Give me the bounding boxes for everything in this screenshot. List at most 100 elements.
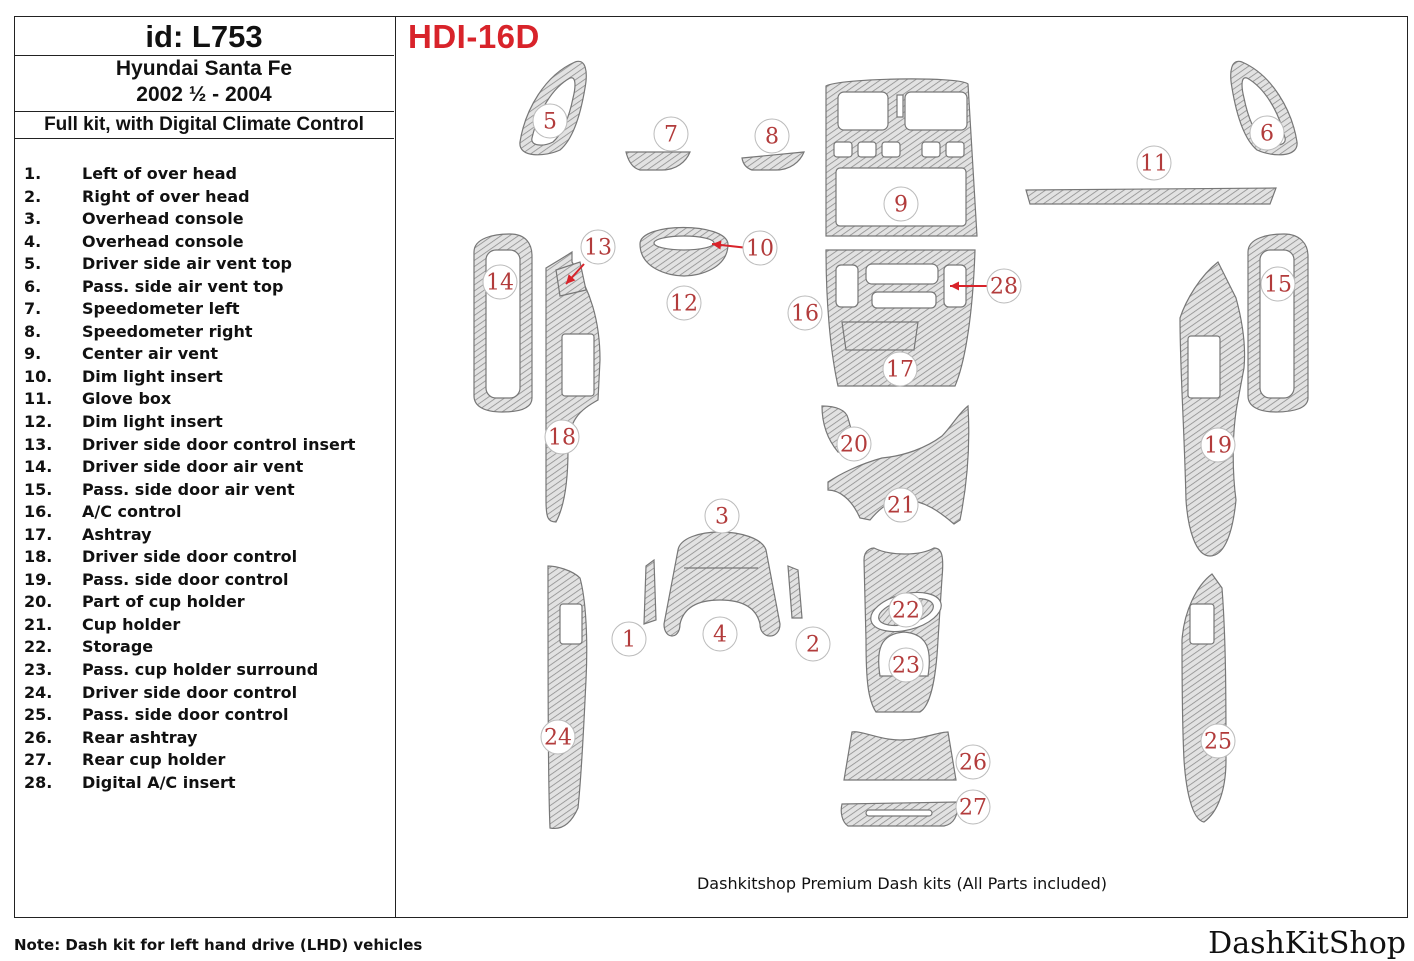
piece-27-slot	[865, 809, 933, 817]
piece-21	[827, 404, 970, 525]
part-number: 8.	[24, 321, 42, 341]
parts-list-item: 15.Pass. side door air vent	[24, 479, 355, 502]
part-number: 22.	[24, 637, 53, 657]
piece-9-divider	[896, 94, 904, 118]
part-name: Pass. cup holder surround	[82, 660, 319, 680]
piece-label: 18	[544, 419, 580, 455]
parts-list-item: 14.Driver side door air vent	[24, 456, 355, 479]
model-years: 2002 ½ - 2004	[136, 83, 272, 106]
part-number: 14.	[24, 457, 53, 477]
part-number: 7.	[24, 299, 42, 319]
parts-list-item: 5.Driver side air vent top	[24, 253, 355, 276]
piece-label-text: 12	[670, 292, 698, 317]
parts-list-item: 18.Driver side door control	[24, 546, 355, 569]
product-code: HDI-16D	[408, 18, 540, 55]
piece-1	[643, 558, 657, 625]
part-number: 4.	[24, 231, 42, 251]
piece-label: 7	[653, 116, 689, 152]
piece-label-text: 4	[713, 623, 727, 648]
piece-24-switch-opening	[559, 603, 583, 645]
piece-label-text: 22	[892, 599, 920, 624]
kit-description: Full kit, with Digital Climate Control	[14, 112, 394, 139]
piece-label-circle	[742, 230, 778, 266]
piece-label: 9	[883, 186, 919, 222]
part-number: 13.	[24, 434, 53, 454]
piece-label: 4	[702, 616, 738, 652]
part-name: Center air vent	[82, 344, 219, 364]
part-number: 10.	[24, 366, 53, 386]
piece-label-text: 25	[1204, 730, 1232, 755]
part-name: Cup holder	[82, 614, 181, 634]
part-number: 16.	[24, 502, 53, 522]
parts-list-item: 3.Overhead console	[24, 208, 355, 231]
parts-list-item: 11.Glove box	[24, 388, 355, 411]
piece-label-text: 20	[840, 433, 868, 458]
part-name: Dim light insert	[82, 366, 223, 386]
piece-label: 1	[611, 621, 647, 657]
piece-label-text: 2	[806, 633, 820, 658]
parts-list-item: 7.Speedometer left	[24, 298, 355, 321]
pointer-arrow-head	[566, 274, 576, 284]
piece-label: 13	[580, 229, 616, 265]
part-number: 28.	[24, 772, 53, 792]
parts-list-item: 22.Storage	[24, 636, 355, 659]
part-name: Driver side door control	[82, 547, 298, 567]
piece-16-slot-1	[865, 263, 939, 285]
piece-label-text: 21	[887, 494, 915, 519]
piece-label-text: 27	[959, 796, 987, 821]
piece-9-button	[881, 141, 901, 158]
piece-label: 27	[955, 789, 991, 825]
part-number: 9.	[24, 344, 42, 364]
piece-label: 25	[1200, 723, 1236, 759]
piece-label-text: 10	[746, 237, 774, 262]
piece-2	[787, 565, 803, 619]
parts-list-item: 2.Right of over head	[24, 186, 355, 209]
part-name: Left of over head	[82, 164, 237, 183]
piece-label-text: 1	[622, 628, 636, 653]
model-name: Hyundai Santa Fe	[115, 57, 293, 80]
piece-label-circle	[1200, 427, 1236, 463]
piece-9-vent-left	[837, 91, 889, 131]
piece-label-circle	[883, 487, 919, 523]
parts-list-item: 17.Ashtray	[24, 524, 355, 547]
piece-label-text: 7	[664, 123, 678, 148]
piece-label-circle	[702, 616, 738, 652]
part-name: Dim light insert	[82, 412, 223, 432]
part-name: Pass. side door control	[82, 705, 289, 725]
piece-label-text: 3	[715, 505, 729, 530]
piece-label: 26	[955, 744, 991, 780]
piece-9-button	[945, 141, 965, 158]
piece-label: 5	[532, 103, 568, 139]
piece-label: 14	[482, 264, 518, 300]
parts-list-item: 27.Rear cup holder	[24, 749, 355, 772]
piece-label: 8	[754, 118, 790, 154]
piece-label-text: 23	[892, 654, 920, 679]
part-number: 12.	[24, 412, 53, 432]
parts-list-item: 20.Part of cup holder	[24, 591, 355, 614]
piece-9-button	[833, 141, 853, 158]
lhd-note: Note: Dash kit for left hand drive (LHD)…	[14, 936, 423, 954]
pointer-arrow-head	[712, 240, 722, 250]
part-name: Part of cup holder	[82, 592, 245, 612]
piece-label: 28	[986, 268, 1022, 304]
pointer-arrow-head	[950, 281, 959, 291]
piece-25-switch-opening	[1189, 603, 1215, 645]
piece-label-circle	[611, 621, 647, 657]
piece-label-circle	[795, 626, 831, 662]
part-name: Rear ashtray	[82, 727, 198, 747]
piece-label: 12	[666, 285, 702, 321]
parts-list-item: 8.Speedometer right	[24, 321, 355, 344]
parts-list-item: 23.Pass. cup holder surround	[24, 659, 355, 682]
piece-label-circle	[888, 647, 924, 683]
part-name: Pass. side air vent top	[82, 276, 284, 296]
kit-pieces	[473, 60, 1309, 830]
piece-label-circle	[955, 789, 991, 825]
piece-label-text: 15	[1264, 273, 1292, 298]
piece-10-insert	[653, 235, 715, 251]
part-number: 25.	[24, 705, 53, 725]
part-number: 17.	[24, 524, 53, 544]
piece-label-circle	[580, 229, 616, 265]
piece-label-text: 28	[990, 275, 1018, 300]
